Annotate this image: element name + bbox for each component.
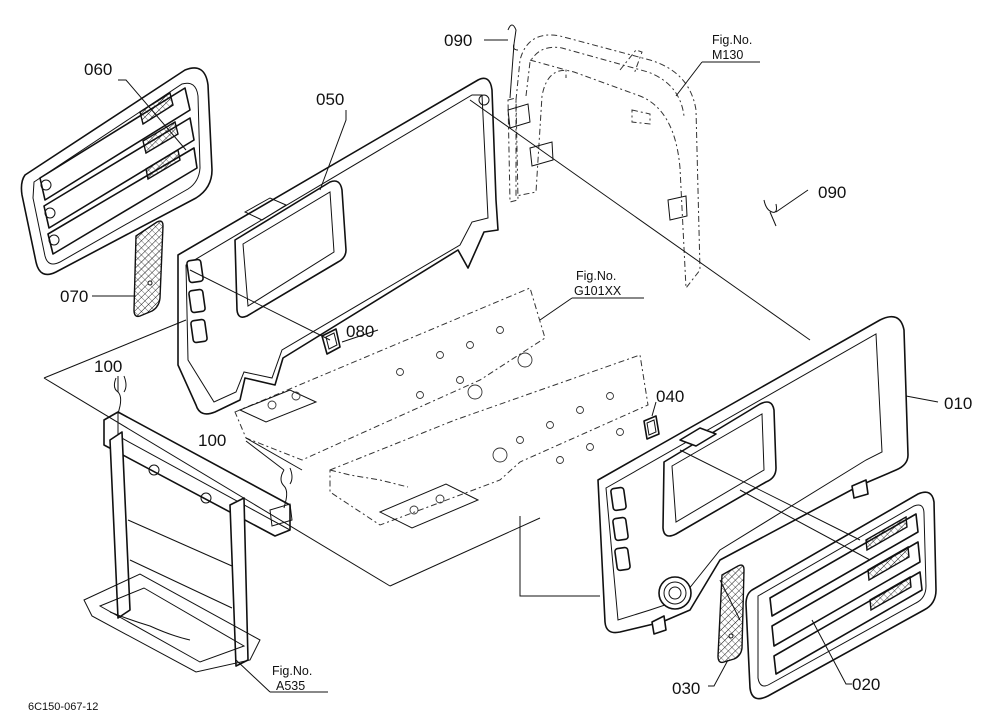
label-060: 060 [84, 60, 112, 79]
fig-ref-m130-number: M130 [712, 48, 743, 62]
fig-ref-g101-number: G101XX [574, 284, 622, 298]
fig-ref-m130-prefix: Fig.No. [712, 33, 752, 47]
label-100-right: 100 [198, 431, 226, 450]
fig-ref-a535-prefix: Fig.No. [272, 664, 312, 678]
label-010: 010 [944, 394, 972, 413]
part-070-mesh-filter-left [133, 220, 164, 318]
part-100-clip-right [280, 467, 293, 509]
figure-references: Fig.No. M130 Fig.No. G101XX Fig.No. A535 [272, 33, 752, 693]
part-080-clip [321, 328, 341, 355]
part-060-grille-cover-left [20, 67, 213, 276]
part-090-clip-upper [507, 24, 519, 99]
label-050: 050 [316, 90, 344, 109]
fig-ref-g101-prefix: Fig.No. [576, 269, 616, 283]
part-030-mesh-filter-right [717, 564, 745, 664]
drawing-code: 6C150-067-12 [28, 701, 98, 713]
label-080: 080 [346, 322, 374, 341]
label-020: 020 [852, 675, 880, 694]
fig-ref-a535-number: A535 [276, 679, 305, 693]
label-090-right: 090 [818, 183, 846, 202]
part-010-side-panel-right [597, 315, 909, 635]
part-040-clip [643, 415, 660, 440]
label-030: 030 [672, 679, 700, 698]
part-090-clip-right [763, 199, 777, 227]
part-100-clip-left [113, 375, 127, 415]
frame-stand-a535 [83, 411, 293, 673]
part-labels: 060 050 070 080 090 090 100 100 040 010 … [60, 31, 972, 698]
part-050-side-panel-left [177, 77, 499, 415]
part-020-grille-cover-right [745, 491, 937, 700]
cab-floor-g101 [234, 287, 649, 529]
label-100-left: 100 [94, 357, 122, 376]
label-070: 070 [60, 287, 88, 306]
label-040: 040 [656, 387, 684, 406]
assembly-lines [43, 39, 939, 693]
label-090-upper: 090 [444, 31, 472, 50]
cab-frame-m130 [507, 34, 701, 290]
